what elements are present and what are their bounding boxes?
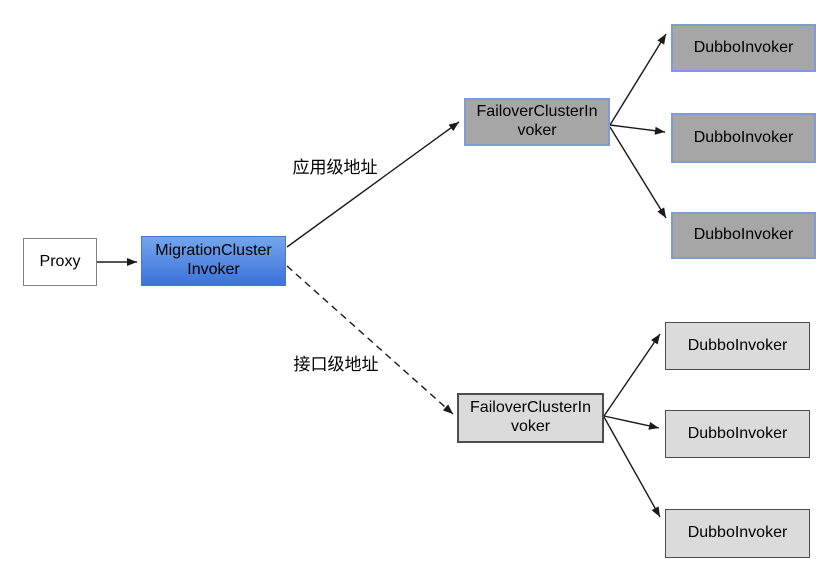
node-dubbo-invoker-app-3: DubboInvoker [671,212,816,259]
edge-fci-if-to-dubbo-1 [603,333,661,417]
node-migration-cluster-invoker: MigrationCluster Invoker [141,236,286,286]
node-dubbo-invoker-app-3-label: DubboInvoker [693,226,794,244]
node-proxy: Proxy [23,238,97,286]
edge-interface-level-line [286,265,454,415]
node-proxy-label: Proxy [39,252,81,270]
edge-fci-app-to-dubbo-3 [609,126,667,219]
node-dubbo-invoker-app-1-label: DubboInvoker [693,38,794,56]
node-dubbo-invoker-interface-3: DubboInvoker [665,509,810,558]
node-failover-cluster-invoker-app-label: FailoverClusterIn voker [476,103,598,139]
node-dubbo-invoker-interface-1-label: DubboInvoker [687,336,788,354]
edge-app-level-line [286,121,460,248]
node-migration-cluster-invoker-label: MigrationCluster Invoker [155,242,272,278]
node-failover-cluster-invoker-interface: FailoverClusterIn voker [457,393,604,443]
node-dubbo-invoker-interface-1: DubboInvoker [665,322,810,370]
edge-fci-if-to-dubbo-3 [603,416,661,518]
edge-fci-app-to-dubbo-1 [609,33,667,126]
edge-fci-if-to-dubbo-2 [603,415,660,430]
edge-fci-app-to-dubbo-2 [609,124,666,135]
node-dubbo-invoker-app-2: DubboInvoker [671,113,816,163]
node-failover-cluster-invoker-app: FailoverClusterIn voker [464,98,610,146]
node-dubbo-invoker-app-2-label: DubboInvoker [693,128,794,146]
node-failover-cluster-invoker-interface-label: FailoverClusterIn voker [470,399,591,435]
node-dubbo-invoker-interface-2-label: DubboInvoker [687,424,788,442]
node-dubbo-invoker-interface-3-label: DubboInvoker [687,524,788,542]
node-dubbo-invoker-app-1: DubboInvoker [671,24,816,72]
node-dubbo-invoker-interface-2: DubboInvoker [665,410,810,458]
edge-label-app-level-address: 应用级地址 [292,158,378,177]
edge-label-interface-level-address: 接口级地址 [293,355,379,374]
